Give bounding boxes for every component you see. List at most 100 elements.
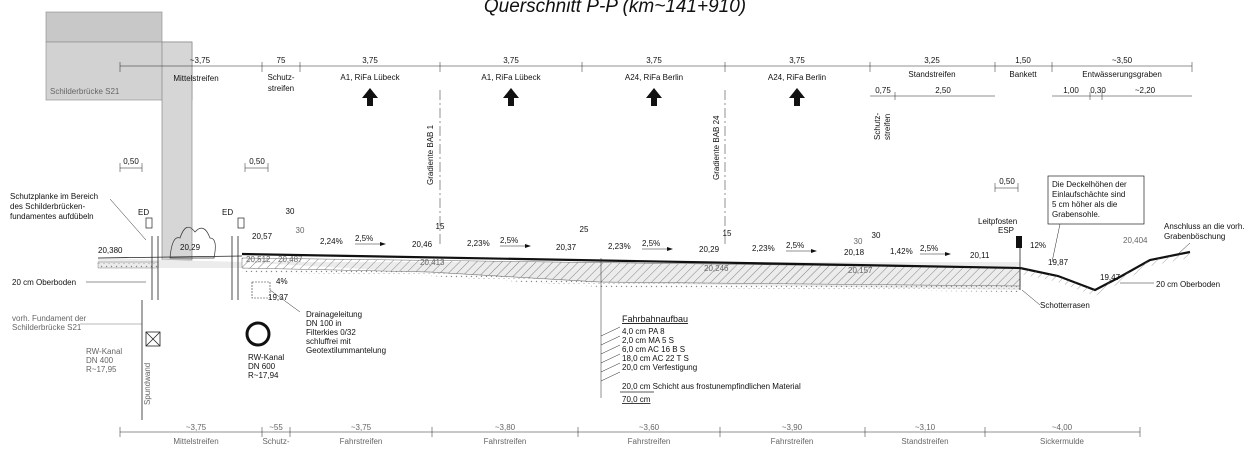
- drain-note: Geotextilummantelung: [306, 346, 386, 355]
- dim-15: 15: [436, 222, 445, 231]
- elevation: 20,413: [420, 258, 445, 267]
- sign-gantry: Schilderbrücke S21: [45, 11, 193, 261]
- layer-total: 70,0 cm: [622, 395, 651, 404]
- elevation: 20,46: [412, 240, 433, 249]
- direction-arrow-icon: [789, 88, 805, 106]
- label-schutzstreifen: Schutz-: [267, 73, 294, 82]
- bottom-label: Fahrstreifen: [628, 437, 671, 446]
- elevation: 19,47: [1100, 273, 1121, 282]
- dim-050: 0,50: [123, 157, 139, 166]
- elevation: 20,487: [278, 255, 303, 264]
- direction-arrow-icon: [646, 88, 662, 106]
- rw-kanal-label: R~17,95: [86, 365, 117, 374]
- slope: 2,23%: [752, 244, 775, 253]
- anschluss-note: Anschluss an die vorh.: [1164, 222, 1245, 231]
- top-dim: ~3,50: [1112, 56, 1133, 65]
- slope: 1,42%: [890, 247, 913, 256]
- bottom-label: Mittelstreifen: [173, 437, 218, 446]
- dim-050: 0,50: [999, 177, 1015, 186]
- drawing-title: Querschnitt P-P (km~141+910): [484, 0, 746, 17]
- right-notes: Die Deckelhöhen der Einlaufschächte sind…: [978, 175, 1245, 310]
- direction-arrow-icon: [503, 88, 519, 106]
- elevation: 20,380: [98, 246, 123, 255]
- oberboden-label: 20 cm Oberboden: [1156, 280, 1220, 289]
- fahrbahnaufbau-legend: Fahrbahnaufbau 4,0 cm PA 8 2,0 cm MA 5 S…: [600, 258, 801, 404]
- deckel-note: 5 cm höher als die: [1052, 200, 1118, 209]
- spundwand-label: Spundwand: [143, 363, 152, 405]
- note-schutzplanke: Schutzplanke im Bereich: [10, 192, 98, 201]
- label-lane: A24, RiFa Berlin: [768, 73, 826, 82]
- top-dim: ~3,75: [190, 56, 211, 65]
- slope: 2,5%: [786, 241, 804, 250]
- anschluss-note: Grabenböschung: [1164, 232, 1225, 241]
- small-dims: 0,50 0,50 0,50 30 30 15 25 15 30 30: [119, 157, 1019, 246]
- schutzstreifen-vertical: Schutz-: [873, 113, 882, 140]
- layer-row: 20,0 cm Schicht aus frostunempfindlichen…: [622, 382, 801, 391]
- elevation: 20,157: [848, 266, 873, 275]
- slope: 12%: [1030, 241, 1046, 250]
- top-dim: 3,25: [924, 56, 940, 65]
- top-dim: 3,75: [362, 56, 378, 65]
- hedge-icon: [169, 226, 216, 259]
- elevation: 19,37: [268, 293, 289, 302]
- note-oberboden: 20 cm Oberboden: [12, 278, 76, 287]
- deckel-note: Grabensohle.: [1052, 210, 1100, 219]
- sub-dim: 1,00: [1063, 86, 1079, 95]
- pipe-box-icon: [145, 331, 161, 347]
- slope: 2,23%: [608, 242, 631, 251]
- label-lane: A1, RiFa Lübeck: [481, 73, 541, 82]
- bottom-label: Standstreifen: [901, 437, 948, 446]
- sub-dim: 0,75: [875, 86, 891, 95]
- rw-kanal-label: RW-Kanal: [86, 347, 122, 356]
- drain-note: schluffrei mit: [306, 337, 352, 346]
- slope: 4%: [276, 277, 288, 286]
- dim-30: 30: [854, 237, 863, 246]
- label-standstreifen: Standstreifen: [908, 70, 955, 79]
- deckel-note: Die Deckelhöhen der: [1052, 180, 1127, 189]
- elevation: 20,29: [180, 243, 201, 252]
- bottom-dim: ~3,75: [186, 423, 207, 432]
- layer-row: 18,0 cm AC 22 T S: [622, 354, 689, 363]
- elevation: 20,512: [246, 255, 271, 264]
- gradient-label: Gradiente BAB 1: [426, 124, 435, 185]
- dim-050: 0,50: [249, 157, 265, 166]
- left-notes: Schutzplanke im Bereich des Schilderbrüc…: [10, 192, 161, 420]
- note-schutzplanke: des Schilderbrücken-: [10, 202, 85, 211]
- drainage: Drainageleitung DN 100 in Filterkies 0/3…: [245, 281, 386, 380]
- sub-dim: 2,50: [935, 86, 951, 95]
- bottom-label: Fahrstreifen: [340, 437, 383, 446]
- drain-note: Drainageleitung: [306, 310, 362, 319]
- label-lane: A1, RiFa Lübeck: [340, 73, 400, 82]
- deckel-note: Einlaufschächte sind: [1052, 190, 1125, 199]
- dim-25: 25: [580, 225, 589, 234]
- label-graben: Entwässerungsgraben: [1082, 70, 1162, 79]
- elevation: 20,246: [704, 264, 729, 273]
- bottom-dim: ~3,90: [782, 423, 803, 432]
- sub-dim: ~2,20: [1135, 86, 1156, 95]
- layer-row: 6,0 cm AC 16 B S: [622, 345, 685, 354]
- elevations: 20,29 20,57 20,46 20,37 20,29 20,18 20,1…: [180, 232, 1148, 302]
- elevation: 20,11: [970, 251, 990, 260]
- pavement-section: ED ED: [97, 208, 1191, 300]
- slope: 2,5%: [500, 236, 518, 245]
- bottom-dimension-chain: ~3,75 ~55 ~3,75 ~3,80 ~3,60 ~3,90 ~3,10 …: [119, 423, 1141, 446]
- elevation: 20,37: [556, 243, 577, 252]
- sub-dim: 0,30: [1090, 86, 1106, 95]
- schutzstreifen-vertical: streifen: [883, 114, 892, 140]
- note-schutzplanke: fundamentes aufdübeln: [10, 212, 94, 221]
- bottom-dim: ~4,00: [1052, 423, 1073, 432]
- bottom-dim: ~3,60: [639, 423, 660, 432]
- ed-label: ED: [222, 208, 233, 217]
- elevation: 20,18: [844, 248, 865, 257]
- bottom-label: Sickermulde: [1040, 437, 1085, 446]
- slope: 2,5%: [920, 244, 938, 253]
- direction-arrow-icon: [362, 88, 378, 106]
- esp-label: ESP: [998, 226, 1014, 235]
- dim-15: 15: [723, 229, 732, 238]
- elevation: 20,29: [699, 245, 720, 254]
- rw-kanal-label: DN 600: [248, 362, 276, 371]
- bottom-label: Fahrstreifen: [771, 437, 814, 446]
- rw-kanal-label: DN 400: [86, 356, 114, 365]
- slope: 2,5%: [355, 234, 373, 243]
